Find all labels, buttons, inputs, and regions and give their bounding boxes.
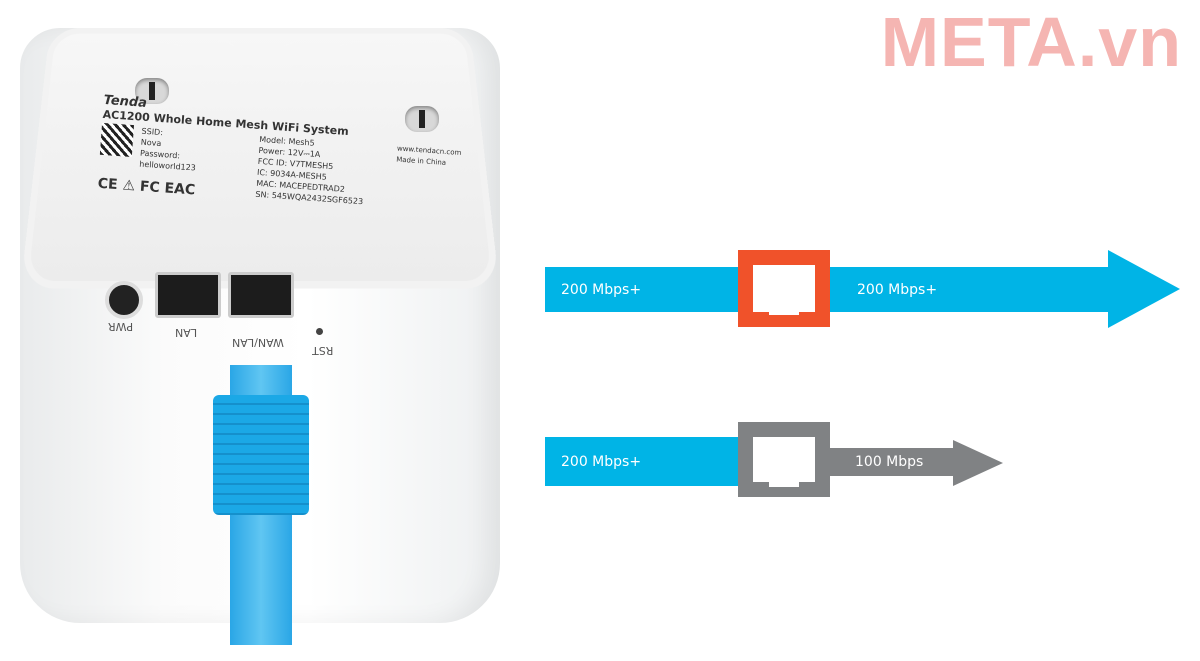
ethernet-port-icon <box>759 437 809 487</box>
arrow-head-icon <box>953 440 1003 486</box>
qr-code <box>99 122 135 158</box>
output-speed-label: 200 Mbps+ <box>857 281 938 298</box>
ethernet-port-icon <box>759 265 809 315</box>
wan-lan-label: WAN/LAN <box>232 336 284 349</box>
wan-lan-port <box>228 272 294 318</box>
output-speed-bar: 200 Mbps+ <box>825 267 1115 312</box>
gigabit-port-box <box>738 250 830 327</box>
arrow-head-icon <box>1108 250 1180 328</box>
fast-ethernet-port-box <box>738 422 830 497</box>
device-label: Tenda AC1200 Whole Home Mesh WiFi System… <box>93 93 483 281</box>
input-speed-bar: 200 Mbps+ <box>545 267 745 312</box>
input-speed-bar: 200 Mbps+ <box>545 437 745 486</box>
watermark-logo: META.vn <box>880 3 1182 81</box>
input-speed-label: 200 Mbps+ <box>561 453 642 470</box>
output-speed-bar: 100 Mbps <box>825 448 955 476</box>
input-speed-label: 200 Mbps+ <box>561 281 642 298</box>
output-speed-label: 100 Mbps <box>855 454 924 470</box>
pwr-label: PWR <box>108 320 134 333</box>
power-jack <box>105 281 143 319</box>
wall-mount-slot <box>135 78 169 104</box>
lan-port <box>155 272 221 318</box>
reset-button <box>316 328 323 335</box>
lan-label: LAN <box>175 326 198 339</box>
wall-mount-slot <box>405 106 439 132</box>
rst-label: RST <box>312 344 334 357</box>
ethernet-plug <box>213 395 309 515</box>
